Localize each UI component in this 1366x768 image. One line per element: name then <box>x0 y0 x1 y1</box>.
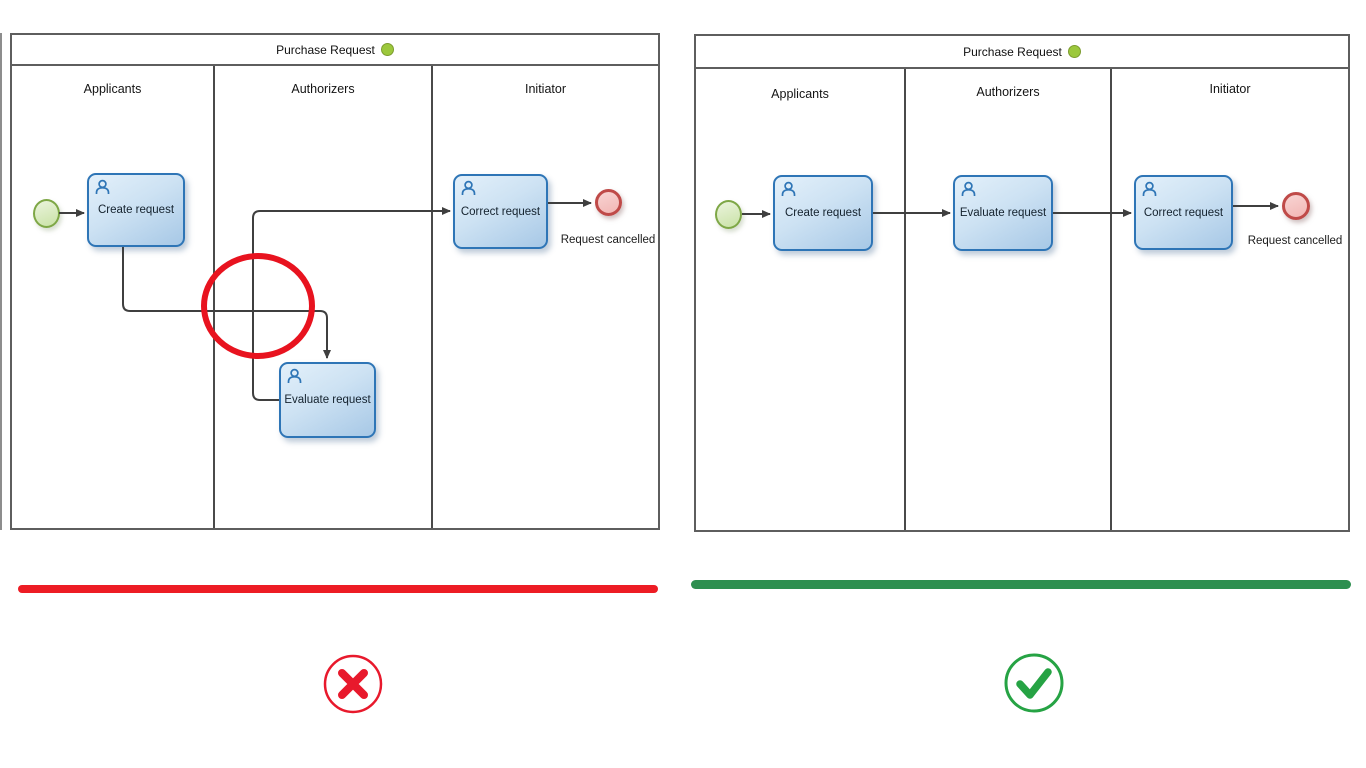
lane-label: Initiator <box>1209 82 1251 96</box>
pool-header: Purchase Request <box>12 35 658 66</box>
start-event <box>33 199 60 228</box>
pool-bad-example: Purchase Request Applicants Authorizers … <box>10 33 660 530</box>
user-icon <box>960 181 978 204</box>
user-icon <box>460 180 478 203</box>
lane-label: Applicants <box>83 82 142 96</box>
status-dot-icon <box>380 43 394 56</box>
cross-circle-icon <box>323 654 383 714</box>
task-label: Correct request <box>1143 206 1224 219</box>
lane-applicants: Applicants <box>696 69 906 530</box>
status-dot-icon <box>1067 45 1081 58</box>
lane-initiator: Initiator <box>1112 69 1348 530</box>
start-event <box>715 200 742 229</box>
pool-header: Purchase Request <box>696 36 1348 69</box>
task-label: Create request <box>97 204 175 216</box>
end-event <box>1282 192 1310 220</box>
lane-set: Applicants Authorizers Initiator <box>12 66 658 528</box>
pool-title: Purchase Request <box>276 42 375 57</box>
user-icon <box>1141 181 1159 204</box>
lane-authorizers: Authorizers <box>906 69 1112 530</box>
lane-label: Authorizers <box>976 85 1040 99</box>
task-label: Create request <box>784 207 862 219</box>
task-label: Evaluate request <box>959 207 1047 219</box>
user-icon <box>286 368 304 391</box>
pool-title: Purchase Request <box>963 44 1062 59</box>
check-circle-icon <box>1004 653 1064 713</box>
end-event <box>595 189 622 216</box>
lane-initiator: Initiator <box>433 66 658 528</box>
task-create-request: Create request <box>87 173 185 247</box>
lane-label: Initiator <box>525 82 566 96</box>
task-create-request: Create request <box>773 175 873 251</box>
canvas-edge-line <box>0 33 2 530</box>
bad-underline <box>18 585 658 593</box>
lane-applicants: Applicants <box>12 66 215 528</box>
lane-label: Authorizers <box>291 82 355 96</box>
task-evaluate-request: Evaluate request <box>953 175 1053 251</box>
task-correct-request: Correct request <box>1134 175 1233 250</box>
lane-set: Applicants Authorizers Initiator <box>696 69 1348 530</box>
pool-good-example: Purchase Request Applicants Authorizers … <box>694 34 1350 532</box>
user-icon <box>94 179 112 202</box>
task-correct-request: Correct request <box>453 174 548 249</box>
task-evaluate-request: Evaluate request <box>279 362 376 438</box>
good-underline <box>691 580 1351 589</box>
lane-label: Applicants <box>771 87 829 101</box>
task-label: Correct request <box>460 205 541 218</box>
end-event-label: Request cancelled <box>560 234 656 246</box>
end-event-label: Request cancelled <box>1247 235 1343 247</box>
lane-authorizers: Authorizers <box>215 66 433 528</box>
user-icon <box>780 181 798 204</box>
task-label: Evaluate request <box>284 394 371 406</box>
